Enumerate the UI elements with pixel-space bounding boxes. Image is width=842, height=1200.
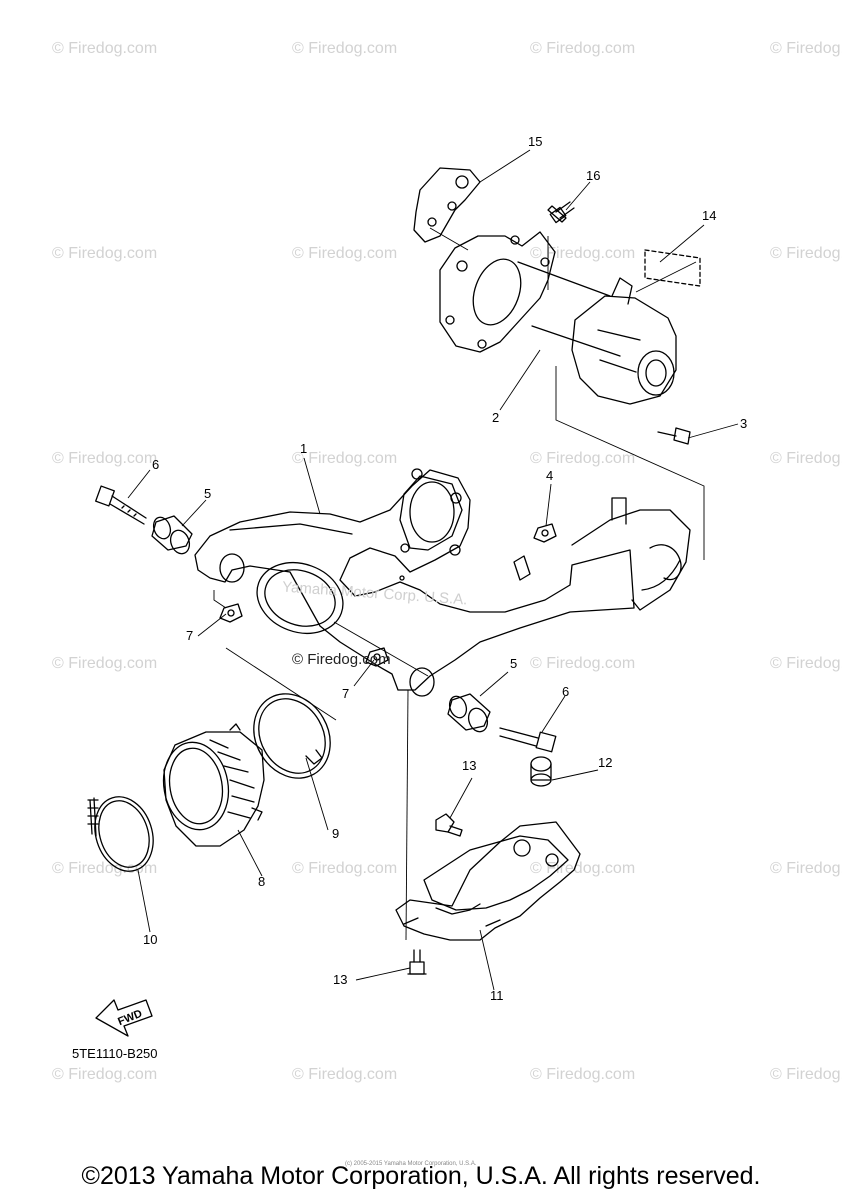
callout-13-lower: 13 (333, 972, 348, 987)
watermark: © Firedog.com (770, 655, 842, 672)
callout-3: 3 (740, 416, 748, 431)
callout-11: 11 (490, 988, 504, 1003)
callout-13-upper: 13 (462, 758, 477, 773)
callout-8: 8 (258, 874, 266, 889)
callout-7-left: 7 (186, 628, 194, 643)
part-9-clamp (253, 693, 331, 779)
part-13-bolt-lower (407, 949, 427, 975)
watermark: © Firedog.com (770, 1066, 842, 1083)
part-4-nut (533, 523, 557, 543)
watermark: © Firedog.com (292, 450, 398, 467)
watermark: © Firedog.com (52, 1066, 158, 1083)
drawing-code: 5TE1110-B250 (72, 1046, 158, 1061)
callout-15: 15 (528, 134, 543, 149)
callout-5-lower: 5 (510, 656, 518, 671)
callout-2: 2 (492, 410, 500, 425)
callout-12: 12 (598, 755, 613, 770)
part-5-bushing-upper (151, 515, 193, 555)
part-1-swingarm (194, 468, 691, 691)
watermark: © Firedog.com (292, 40, 398, 57)
part-13-bolt-upper (435, 813, 463, 837)
copyright-footer: ©2013 Yamaha Motor Corporation, U.S.A. A… (81, 1162, 761, 1190)
watermark: © Firedog.com (52, 860, 158, 877)
watermark: © Firedog.com (292, 1066, 398, 1083)
callout-10: 10 (143, 932, 158, 947)
callout-9: 9 (332, 826, 340, 841)
part-8-boot (162, 723, 265, 847)
watermark: © Firedog.com (770, 245, 842, 262)
watermark: © Firedog.com (770, 450, 842, 467)
watermark: © Firedog.com (530, 655, 636, 672)
part-7-nut-left (219, 603, 243, 623)
part-6-bolt-upper (95, 485, 147, 525)
watermark: © Firedog.com (52, 655, 158, 672)
callout-14: 14 (702, 208, 717, 223)
watermark: © Firedog.com (292, 245, 398, 262)
watermark: © Firedog.com (52, 245, 158, 262)
part-6-bolt-lower (499, 727, 557, 753)
watermark: © Firedog.com (52, 40, 158, 57)
watermark: © Firedog.com (770, 40, 842, 57)
part-2-axle-housing (439, 231, 677, 405)
part-7-nut-right (365, 647, 389, 667)
part-10-clamp (87, 796, 154, 872)
part-12-mount (530, 756, 552, 787)
callout-1: 1 (300, 441, 308, 456)
tiny-copyright: (c) 2005-2015 Yamaha Motor Corporation, … (345, 1161, 477, 1167)
center-watermark: © Firedog.com (292, 651, 391, 668)
watermark: © Firedog.com (530, 40, 636, 57)
watermark: © Firedog.com (530, 1066, 636, 1083)
watermark: © Firedog.com (530, 245, 636, 262)
part-15-bracket (413, 167, 481, 243)
part-14-label (644, 249, 701, 287)
callout-7-right: 7 (342, 686, 350, 701)
callout-6-lower: 6 (562, 684, 570, 699)
part-11-skid-plate (395, 821, 581, 941)
callout-4: 4 (546, 468, 554, 483)
watermark: © Firedog.com (770, 860, 842, 877)
part-5-bushing-lower (447, 693, 491, 733)
callout-6-upper: 6 (152, 457, 160, 472)
callout-5-upper: 5 (204, 486, 212, 501)
swingarm-ring (219, 553, 435, 697)
callout-16: 16 (586, 168, 601, 183)
fwd-arrow (95, 999, 153, 1037)
part-3-bolt (657, 427, 691, 445)
part-16-bolt (547, 201, 575, 224)
watermark: © Firedog.com (530, 450, 636, 467)
watermark: © Firedog.com (52, 450, 158, 467)
watermark: © Firedog.com (292, 860, 398, 877)
fwd-label: FWD (116, 1008, 144, 1029)
